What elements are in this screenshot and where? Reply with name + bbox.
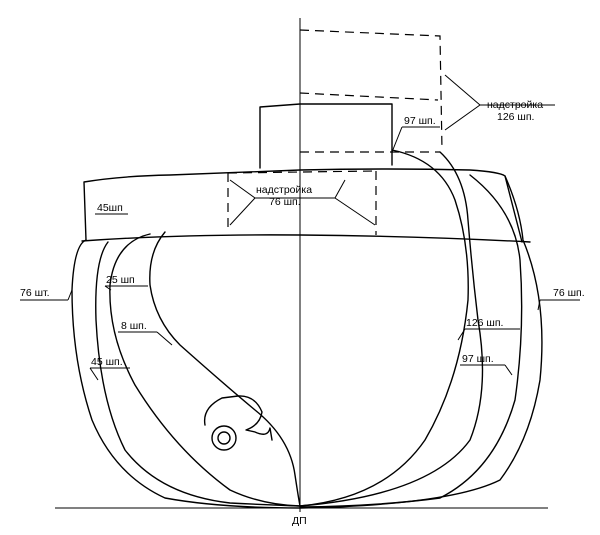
label-superstructure-76-frame: 76 шп.	[269, 196, 301, 208]
frame-126-contour	[299, 149, 469, 507]
label-superstructure-126-title: надстройка	[487, 99, 543, 111]
frame-8-contour	[149, 231, 301, 507]
superstructure-97-box	[259, 103, 393, 169]
label-superstructure-126-frame: 126 шп.	[497, 111, 534, 123]
label-centerline: ДП	[292, 515, 307, 527]
bulwark-frame-45	[81, 168, 531, 243]
label-frame-97-right: 97 шп.	[462, 353, 494, 365]
superstructure-126-outline	[299, 29, 443, 153]
label-frame-8: 8 шп.	[121, 320, 147, 332]
label-superstructure-76-title: надстройка	[256, 184, 312, 196]
label-frame-45-lower: 45 шп.	[91, 356, 123, 368]
label-frame-76-left: 76 шт.	[20, 287, 50, 299]
label-frame-45-upper: 45шп	[97, 202, 123, 214]
leader-lines	[20, 74, 580, 381]
frame-76-right-contour	[299, 175, 543, 509]
label-frame-25: 25 шп	[106, 274, 135, 286]
frame-45-right-contour	[299, 174, 523, 508]
label-frame-97-top: 97 шп.	[404, 115, 436, 127]
frame-76-left-contour	[71, 239, 301, 509]
label-frame-76-right: 76 шп.	[553, 287, 585, 299]
frame-97-right-contour	[299, 151, 484, 507]
frame-45-left-contour	[95, 241, 301, 507]
bow-thruster-bulb	[203, 395, 273, 451]
superstructure-76-outline	[227, 170, 377, 235]
frame-25-contour	[109, 233, 301, 507]
label-frame-126-right: 126 шп.	[466, 317, 503, 329]
